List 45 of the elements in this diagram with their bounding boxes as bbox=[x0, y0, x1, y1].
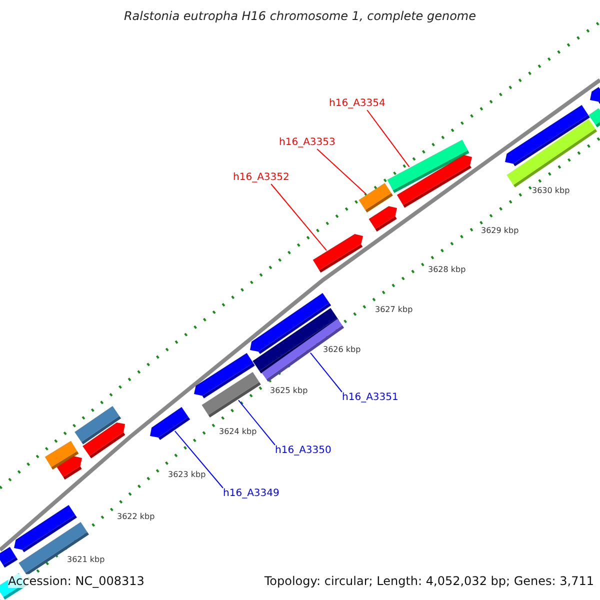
title: Ralstonia eutropha H16 chromosome 1, complete genome bbox=[122, 9, 478, 24]
scale-label: 3626 kbp bbox=[323, 345, 361, 355]
leader-line bbox=[238, 400, 276, 446]
leader-line bbox=[174, 430, 224, 488]
gene-block bbox=[44, 440, 79, 470]
gene-block bbox=[74, 406, 122, 444]
gene-block bbox=[358, 182, 393, 213]
gene-block bbox=[18, 522, 89, 576]
gene-block bbox=[396, 154, 472, 208]
leader-line bbox=[310, 352, 342, 392]
topology-text: Topology: circular; Length: 4,052,032 bp; Genes: 3,711 bbox=[264, 574, 594, 588]
gene-block bbox=[0, 546, 18, 568]
gene-block bbox=[505, 104, 590, 166]
gene-block bbox=[56, 456, 82, 480]
leader-line bbox=[270, 184, 327, 251]
gene-block bbox=[506, 119, 598, 188]
gene-block bbox=[588, 108, 600, 128]
gene-block bbox=[194, 352, 255, 398]
gene-block bbox=[150, 407, 190, 440]
scale-label: 3628 kbp bbox=[428, 265, 466, 275]
scale-label: 3630 kbp bbox=[532, 186, 570, 196]
scale-label: 3625 kbp bbox=[270, 386, 308, 396]
gene-block bbox=[262, 318, 344, 382]
scale-label: 3621 kbp bbox=[67, 555, 105, 565]
scale-label: 3623 kbp bbox=[168, 470, 206, 480]
scale-label: 3627 kbp bbox=[375, 305, 413, 315]
gene-block bbox=[590, 87, 600, 104]
gene-label: h16_A3353 bbox=[279, 137, 336, 149]
leader-line bbox=[316, 148, 366, 195]
gene-block bbox=[202, 372, 261, 418]
gene-label: h16_A3354 bbox=[329, 98, 386, 110]
gene-label: h16_A3351 bbox=[342, 392, 398, 404]
scale-label: 3624 kbp bbox=[219, 427, 257, 437]
gene-label: h16_A3350 bbox=[275, 445, 332, 457]
scale-label: 3629 kbp bbox=[481, 226, 519, 236]
scale-label: 3622 kbp bbox=[117, 512, 155, 522]
gene-label: h16_A3352 bbox=[233, 172, 290, 184]
gene-label: h16_A3349 bbox=[223, 488, 280, 500]
gene-block bbox=[368, 206, 397, 232]
leader-line bbox=[366, 110, 410, 168]
gene-block bbox=[387, 140, 470, 193]
gene-block bbox=[312, 234, 363, 273]
gene-block bbox=[14, 504, 77, 552]
gene-block bbox=[82, 422, 126, 458]
accession-text: Accession: NC_008313 bbox=[8, 574, 144, 588]
